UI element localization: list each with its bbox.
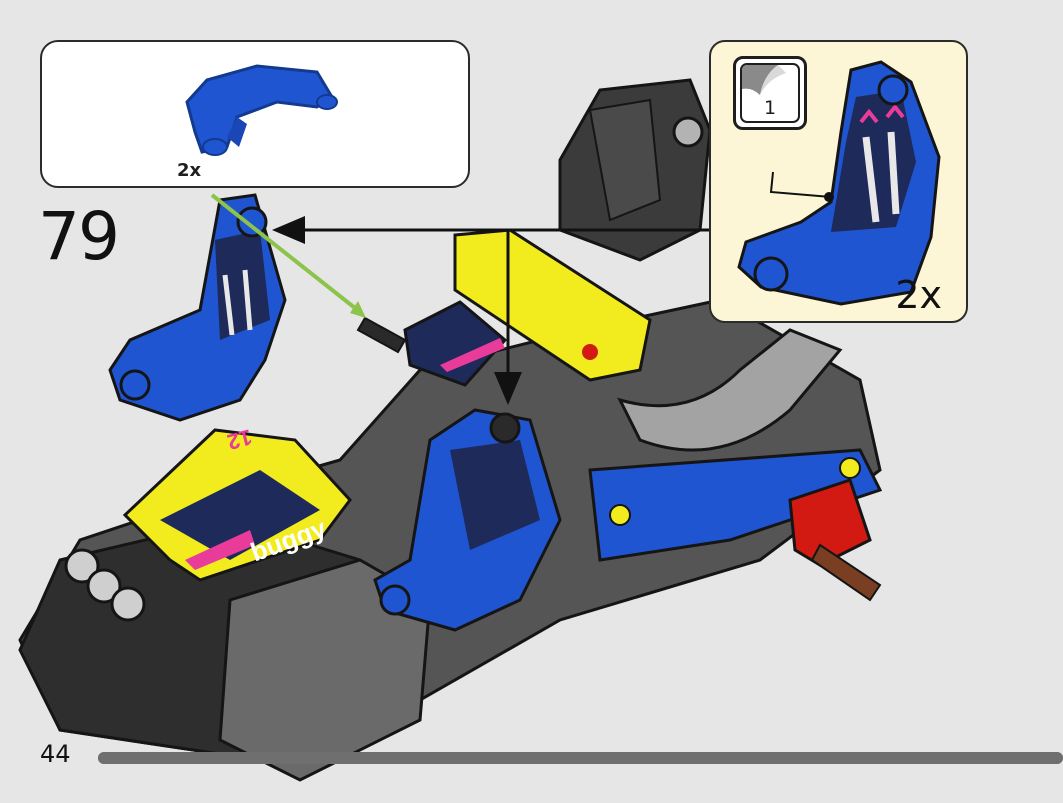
- parts-callout: 2x: [40, 40, 470, 188]
- submodel-badge: 1: [733, 56, 807, 130]
- dark-pin: [356, 316, 407, 354]
- front-lights: [64, 548, 146, 622]
- submodel-number: 1: [763, 97, 777, 119]
- submodel-quantity: 2x: [895, 273, 942, 317]
- dashboard-sticker: [403, 300, 508, 387]
- parts-quantity: 2x: [177, 160, 202, 181]
- progress-bar-fill: [98, 752, 1063, 764]
- roll-bar: [617, 328, 843, 452]
- progress-bar: [98, 752, 1063, 764]
- submodel-callout: 1 2x: [709, 40, 968, 323]
- red-connector: [788, 478, 882, 602]
- assembly-arrows: [210, 193, 710, 405]
- rear-frame: [558, 78, 712, 262]
- page-corner-icon: 1: [740, 63, 800, 123]
- blue-seat-panel-icon: [185, 64, 338, 156]
- blue-side-arm: [588, 448, 883, 562]
- blue-seat-icon: [737, 60, 941, 306]
- installed-seat: [373, 408, 562, 632]
- floating-seat: [108, 193, 287, 422]
- page-number: 44: [40, 740, 71, 768]
- step-number: 79: [38, 198, 120, 275]
- front-panel-yellow: [122, 428, 352, 582]
